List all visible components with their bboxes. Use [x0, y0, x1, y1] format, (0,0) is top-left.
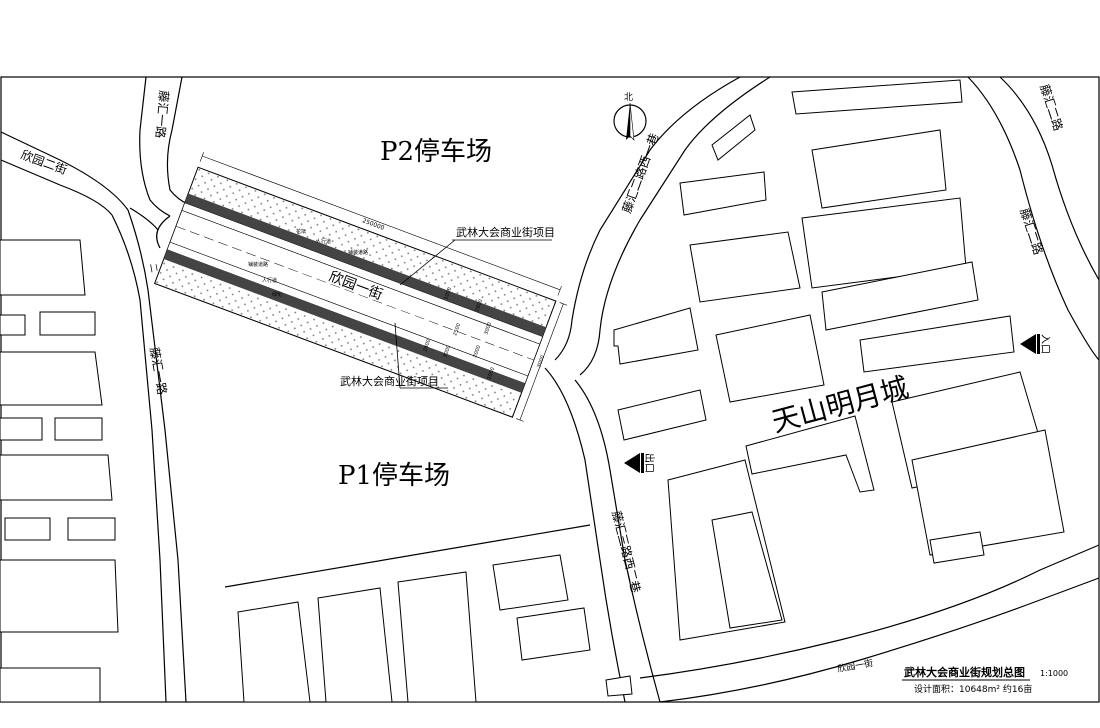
buildings-left — [0, 239, 119, 703]
road-label-tenghui-1: 藤汇一路 — [147, 346, 170, 396]
parking-p2-label: P2停车场 — [380, 137, 492, 167]
entrance-west-label: 出口 — [643, 453, 656, 473]
dim-small-2: 2800 — [474, 299, 484, 313]
dim-small-4: 2500 — [452, 323, 462, 337]
sub-label-5: 人行道 — [262, 277, 277, 284]
road-label-tenghui-2-dup: 藤汇二路 — [1017, 206, 1046, 256]
dim-small-3: 3000 — [483, 322, 493, 336]
entrance-marker-west: 出口 — [624, 453, 656, 473]
sub-label-3: 铺装道路 — [348, 249, 368, 256]
road-label-tenghui-3-west-2: 藤汇三路西二巷 — [609, 509, 644, 594]
road-network — [0, 76, 1100, 703]
road-label-tenghui-2: 藤汇二路 — [1037, 82, 1066, 132]
dim-small-8: 1000 — [486, 367, 496, 381]
entrance-east-label: 入口 — [1039, 334, 1050, 354]
compass-north-label: 北 — [624, 92, 633, 103]
road-label-left-stub: 二 — [147, 263, 158, 274]
dim-small-1: 1000 — [443, 287, 453, 301]
project-label-bottom: 武林大会商业街项目 — [340, 374, 439, 388]
project-strip — [153, 152, 568, 422]
dim-small-7: 2000 — [472, 345, 482, 359]
title-block-area: 设计面积：10648m² 约16亩 — [914, 683, 1032, 695]
road-label-tenghui-2-west-1: 藤汇二路西一巷 — [619, 131, 662, 215]
sub-label-2: 人行道 — [316, 238, 331, 245]
project-label-top: 武林大会商业街项目 — [456, 225, 555, 239]
buildings-right — [613, 79, 1065, 641]
title-block-scale: 1:1000 — [1040, 669, 1068, 678]
sub-label-1: 花坛 — [296, 228, 306, 235]
strip-dimension-labels: 1000 2800 3000 2500 2800 3000 2000 1000 … — [422, 287, 546, 381]
entrance-marker-east: 入口 — [1020, 334, 1050, 354]
sub-label-6: 绿化 — [272, 291, 282, 298]
buildings-bottom — [237, 554, 633, 703]
title-block: 武林大会商业街规划总图 1:1000 设计面积：10648m² 约16亩 — [902, 665, 1068, 695]
sub-label-4: 铺装道路 — [248, 261, 268, 268]
dim-small-9: 3000 — [536, 355, 546, 369]
strip-sub-labels: 花坛 人行道 铺装道路 铺装道路 人行道 绿化 — [248, 228, 368, 298]
title-block-title: 武林大会商业街规划总图 — [904, 665, 1025, 679]
dim-small-5: 2800 — [422, 339, 432, 353]
north-compass: 北 — [613, 92, 647, 141]
road-label-xinyuan-1: 欣园一街 — [836, 657, 874, 675]
parking-p1-label: P1停车场 — [338, 461, 450, 491]
dim-small-6: 3000 — [442, 345, 452, 359]
road-label-top-left: 藤汇一路 — [153, 90, 172, 139]
